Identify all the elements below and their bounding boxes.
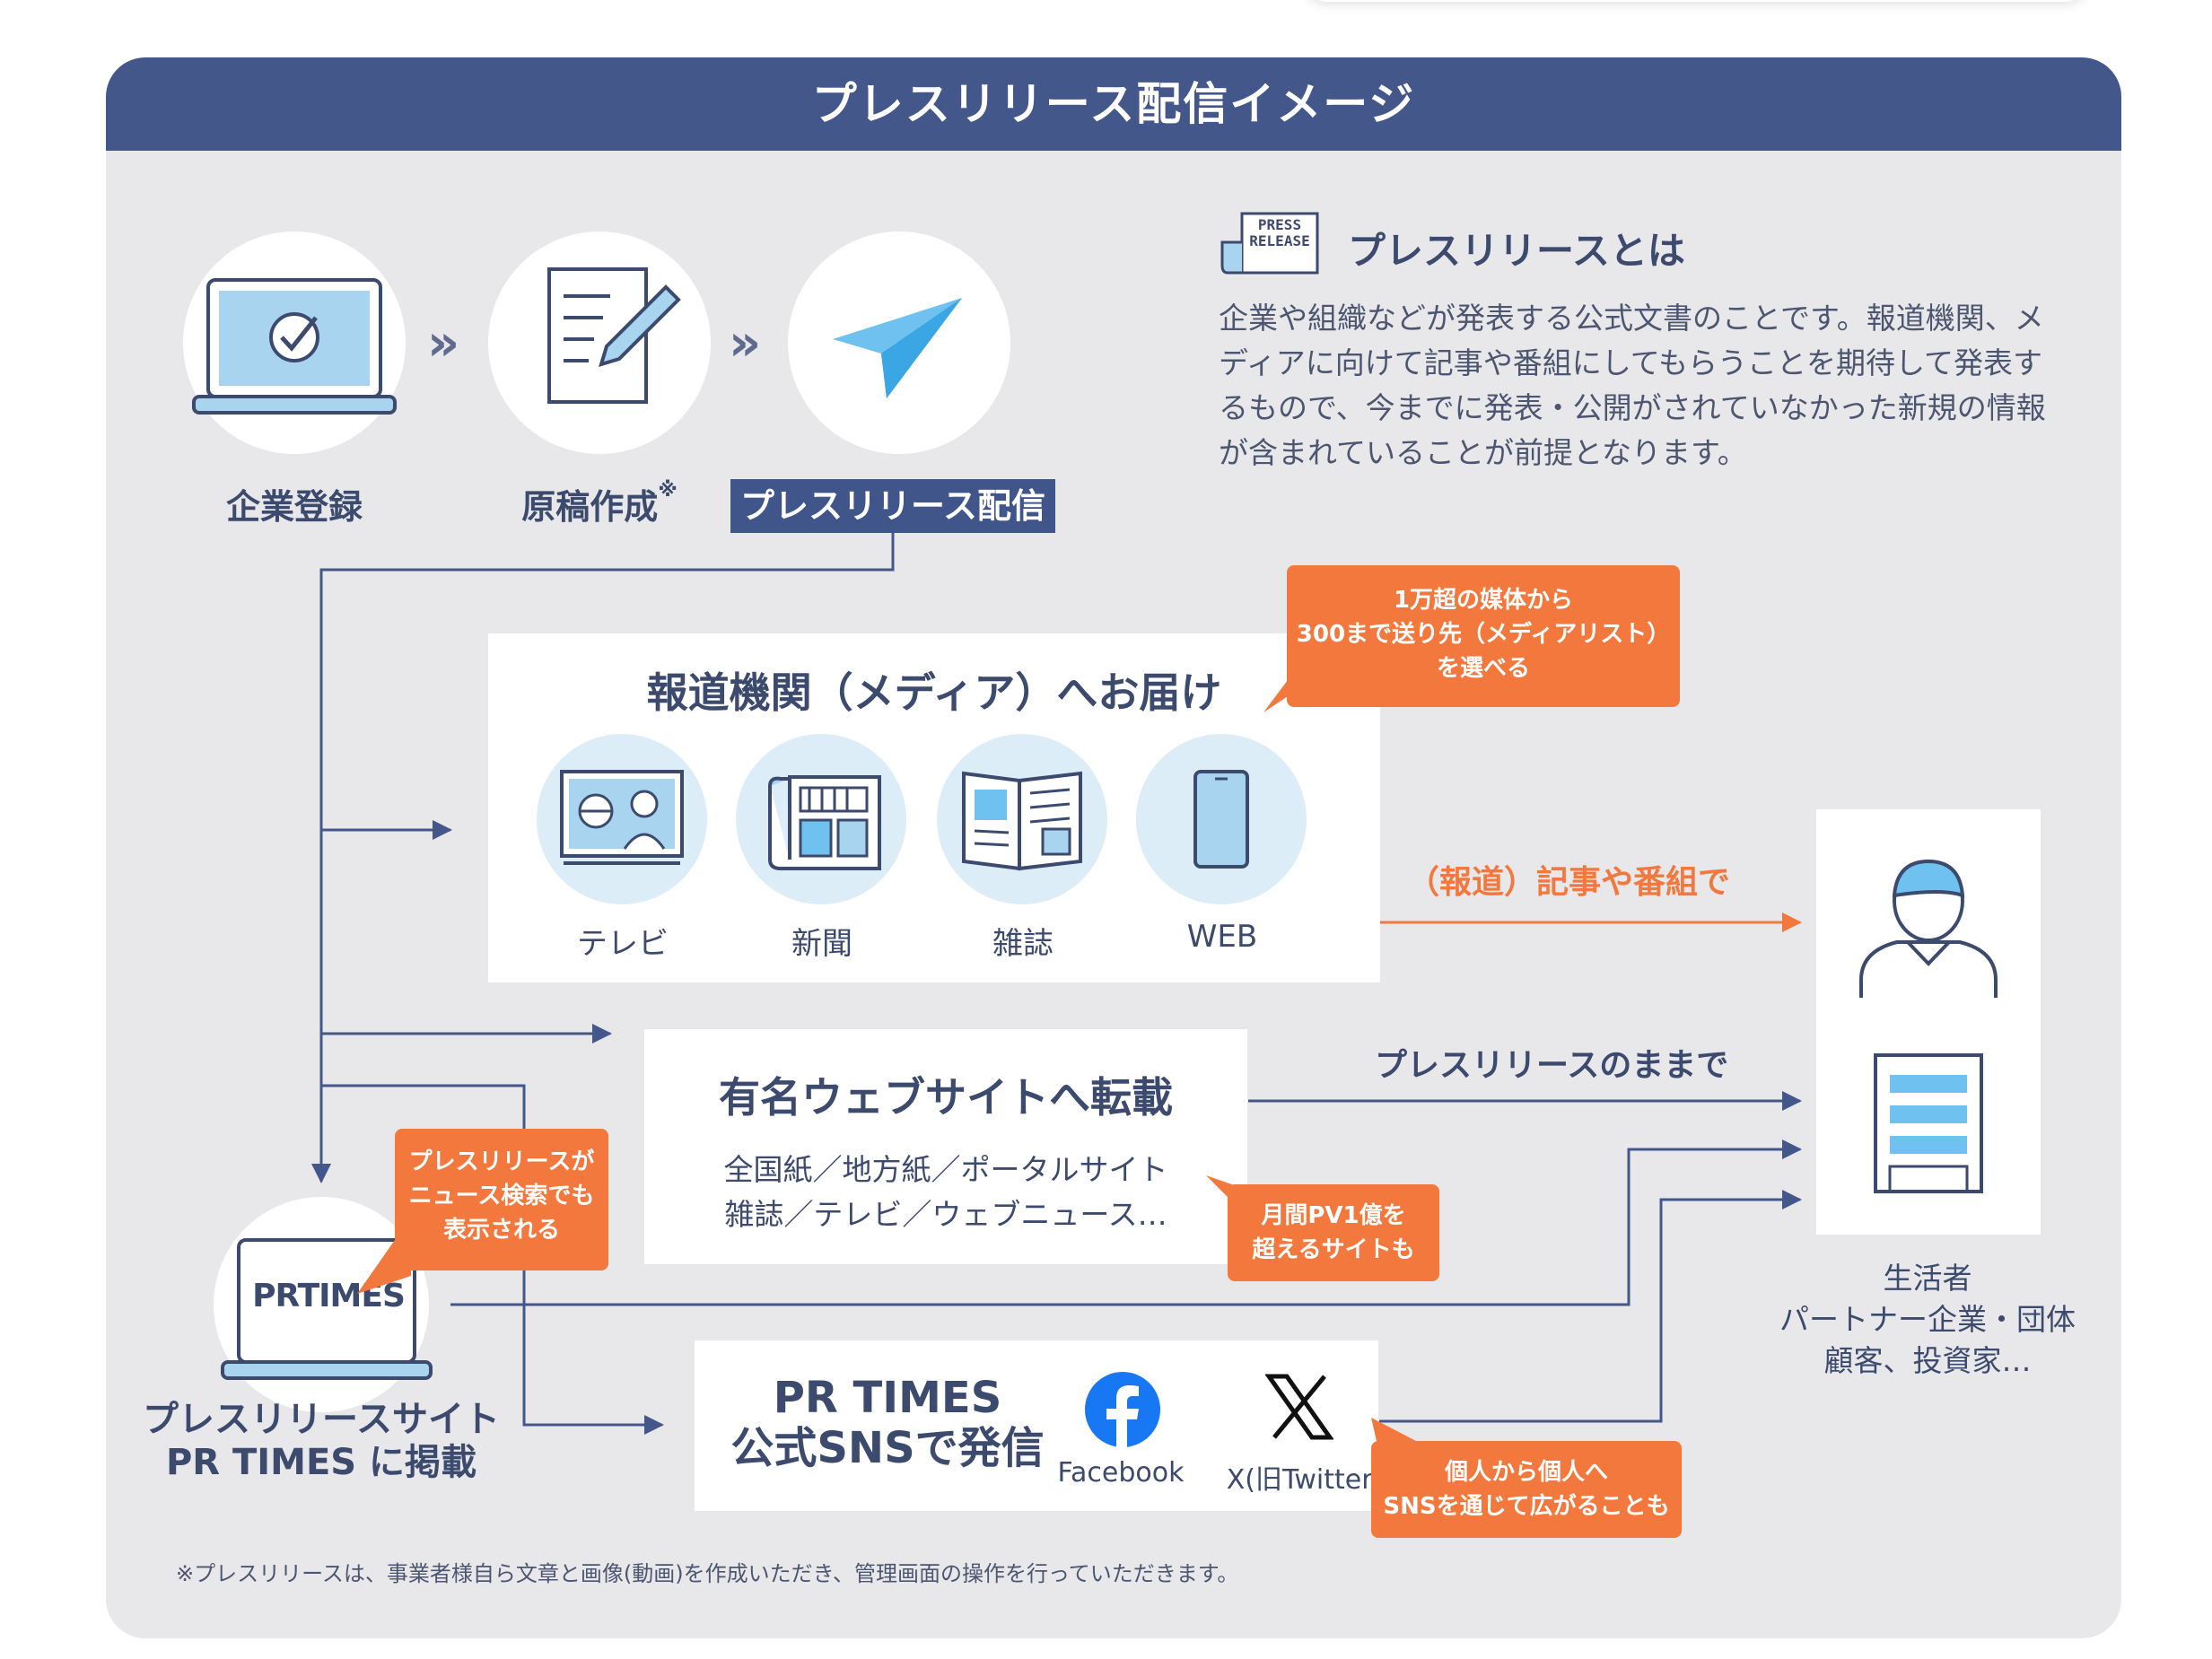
web-title: 有名ウェブサイトへ転載 [719,1073,1173,1122]
page-title: プレスリリース配信イメージ [106,57,2121,151]
prtimes-to-audience-arrow [450,1139,1802,1306]
sns-callout: 個人から個人へ SNSを通じて広がることも [1371,1441,1682,1538]
media-magazine-label: 雑誌 [992,926,1054,962]
diagram-panel: プレスリリース配信イメージ [106,57,2121,1638]
prtimes-laptop-icon [221,1238,433,1380]
prtimes-callout-tail [357,1240,411,1294]
building-icon [1874,1053,1983,1193]
main-trunk-line [311,526,895,1183]
note-mark: ※ [658,479,678,502]
prtimes-callout: プレスリリースが ニュース検索でも 表示される [395,1129,608,1270]
sns-title: PR TIMES 公式SNSで発信 [730,1373,1045,1473]
sns-box: PR TIMES 公式SNSで発信 Facebook X(旧Twitter) [695,1340,1383,1511]
newspaper-icon [768,775,881,870]
step-send-circle [788,231,1010,454]
facebook-icon[interactable] [1082,1369,1163,1450]
x-twitter-icon[interactable] [1265,1373,1333,1441]
media-tv-label: テレビ [577,926,669,962]
web-box: 有名ウェブサイトへ転載 全国紙／地方紙／ポータルサイト 雑誌／テレビ／ウェブニュ… [644,1029,1247,1264]
audience-labels: 生活者 パートナー企業・団体 顧客、投資家… [1779,1261,2076,1378]
sns-to-audience-arrow [1379,1190,1802,1423]
paper-plane-icon [833,298,962,398]
media-newspaper-label: 新聞 [791,926,852,962]
footnote: ※プレスリリースは、事業者様自ら文章と画像(動画)を作成いただき、管理画面の操作… [176,1561,1239,1586]
about-heading: プレスリリースとは [1348,229,1685,273]
media-callout: 1万超の媒体から 300まで送り先（メディアリスト） を選べる [1287,565,1680,707]
person-icon [1859,859,1998,998]
magazine-icon [962,771,1082,871]
media-web-label: WEB [1186,919,1258,955]
prtimes-caption: プレスリリースサイト PR TIMES に掲載 [143,1399,500,1483]
about-description: 企業や組織などが発表する公式文書のことです。報道機関、メ ディアに向けて記事や番… [1219,301,2046,470]
tv-circle [537,734,707,904]
web-callout: 月間PV1億を 超えるサイトも [1228,1184,1439,1281]
web-circle [1136,734,1307,904]
newspaper-circle [736,734,906,904]
document-pen-icon [547,267,681,404]
web-sites-list: 全国紙／地方紙／ポータルサイト 雑誌／テレビ／ウェブニュース… [723,1152,1168,1232]
step-register-circle [183,231,406,454]
top-bar-edge [1301,0,2091,2]
web-arrow-label: プレスリリースのままで [1375,1047,1729,1084]
chevron-right-icon: » [729,314,762,372]
chevron-right-icon: » [427,314,460,372]
sns-callout-tail [1371,1418,1416,1441]
step-send-label: プレスリリース配信 [730,479,1055,533]
smartphone-icon [1193,770,1249,869]
flow-lines [311,526,1802,1435]
audience-box [1816,809,2041,1235]
magazine-circle [937,734,1107,904]
media-box: 報道機関（メディア）へお届け [488,633,1380,982]
laptop-check-icon [192,278,397,415]
media-arrow-label: （報道）記事や番組で [1407,864,1731,901]
tv-icon [560,770,684,865]
media-title: 報道機関（メディア）へお届け [646,668,1222,717]
media-callout-tail [1263,677,1317,712]
facebook-label: Facebook [1057,1457,1185,1489]
step-register-label: 企業登録 [225,487,363,527]
web-callout-tail [1206,1175,1251,1211]
step-draft-circle [488,231,711,454]
step-draft-label: 原稿作成※ [521,479,678,527]
x-twitter-label: X(旧Twitter) [1226,1464,1384,1496]
